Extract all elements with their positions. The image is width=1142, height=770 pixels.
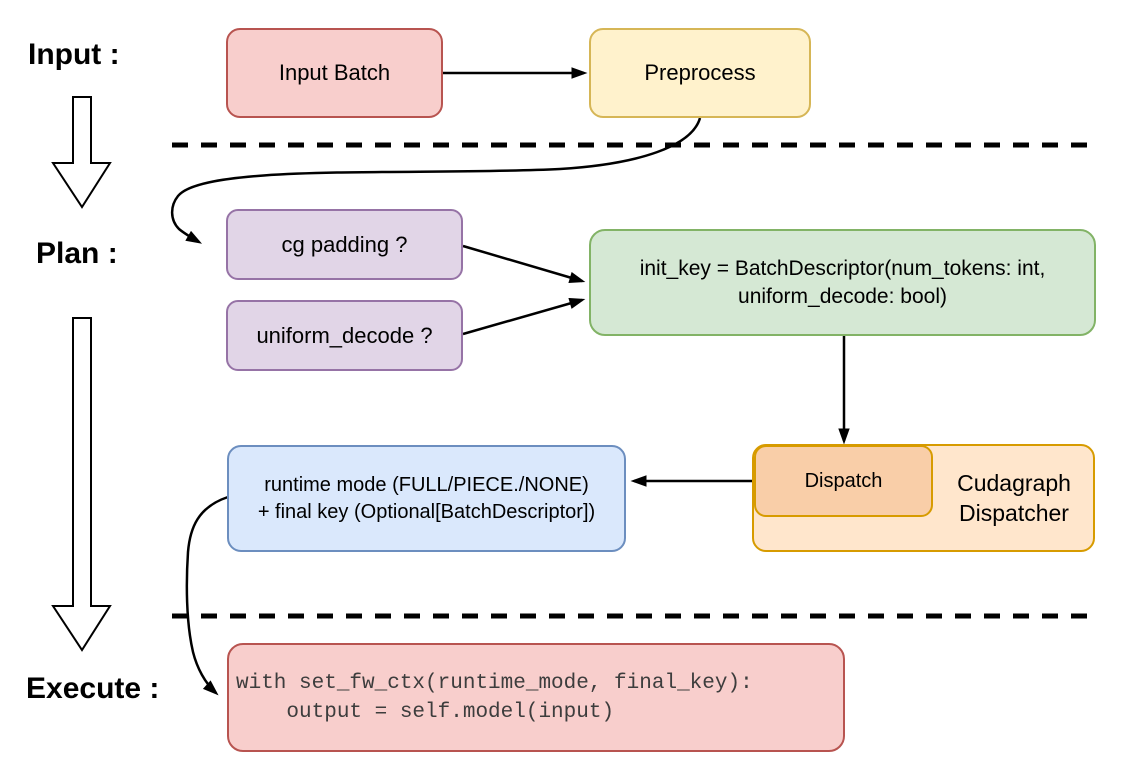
runtime-mode-line2: + final key (Optional[BatchDescriptor]): [257, 500, 596, 523]
dispatch-box: Dispatch: [754, 445, 933, 517]
preprocess-label: Preprocess: [644, 60, 756, 86]
input-batch-box: Input Batch: [226, 28, 443, 118]
cg-padding-label: cg padding ?: [281, 231, 408, 257]
cudagraph-dispatcher-label: Cudagraph Dispatcher: [934, 446, 1094, 550]
execute-code-line2: output = self.model(input): [236, 700, 615, 724]
runtime-mode-box: runtime mode (FULL/PIECE./NONE) + final …: [227, 445, 626, 552]
init-key-line1: init_key = BatchDescriptor(num_tokens: i…: [639, 256, 1046, 280]
stage-label-plan: Plan :: [36, 237, 118, 270]
init-key-line2: uniform_decode: bool): [738, 284, 947, 308]
arrow-uniform-decode-to-init-key: [462, 297, 586, 336]
arrow-runtime-mode-to-execute-code: [185, 495, 229, 696]
dispatch-label: Dispatch: [804, 469, 883, 492]
preprocess-box: Preprocess: [589, 28, 811, 118]
plan-stage-arrow: [51, 317, 112, 652]
uniform-decode-box: uniform_decode ?: [226, 300, 463, 371]
arrow-cg-padding-to-init-key: [462, 244, 586, 283]
runtime-mode-line1: runtime mode (FULL/PIECE./NONE): [264, 474, 589, 497]
cudagraph-dispatcher-line1: Cudagraph: [957, 469, 1071, 496]
cudagraph-dispatcher-line2: Dispatcher: [959, 500, 1069, 526]
cg-padding-box: cg padding ?: [226, 209, 463, 280]
execute-code-line1: with set_fw_ctx(runtime_mode, final_key)…: [236, 671, 753, 695]
stage-label-input: Input :: [28, 38, 120, 71]
init-key-box: init_key = BatchDescriptor(num_tokens: i…: [589, 229, 1096, 336]
input-batch-label: Input Batch: [278, 60, 391, 86]
stage-label-execute: Execute :: [26, 672, 160, 705]
execute-code-box: with set_fw_ctx(runtime_mode, final_key)…: [227, 643, 845, 752]
uniform-decode-label: uniform_decode ?: [256, 322, 433, 348]
input-stage-arrow: [51, 96, 112, 209]
